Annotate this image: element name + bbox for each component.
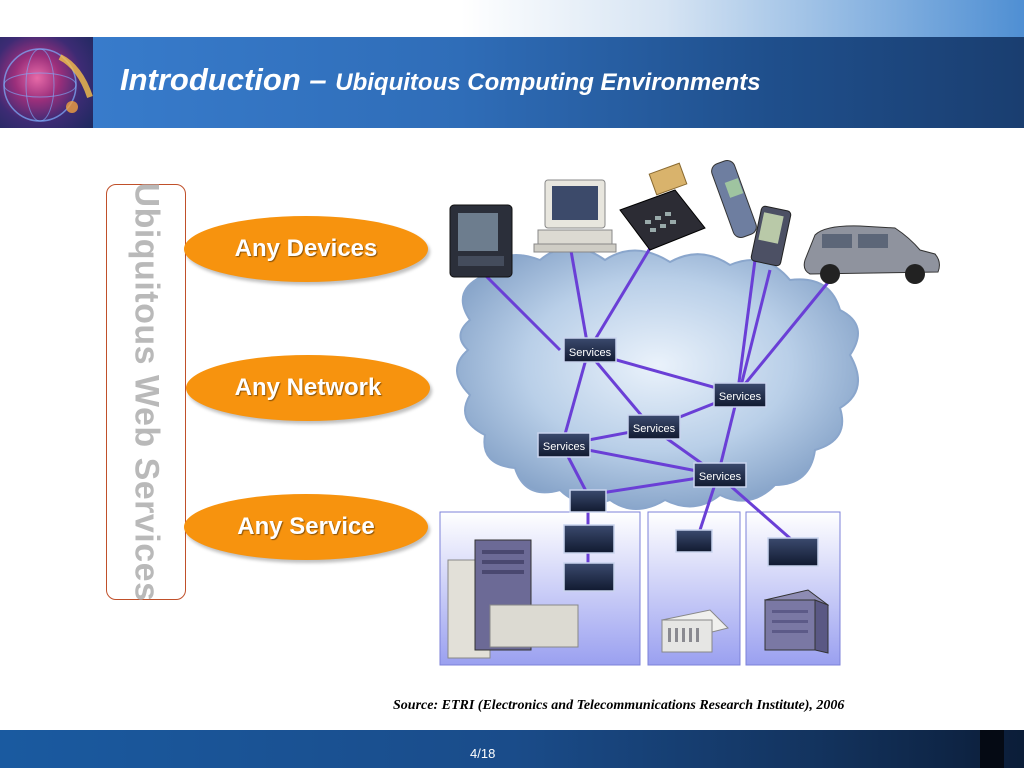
service-label: Services xyxy=(719,391,762,403)
pill-label: Any Network xyxy=(234,374,382,401)
network-node xyxy=(563,562,615,592)
page-number: 4/18 xyxy=(470,746,496,761)
side-label-box xyxy=(106,184,186,600)
title-sub: Ubiquitous Computing Environments xyxy=(335,69,761,96)
pill-any-devices: Any Devices xyxy=(184,216,428,282)
network-node xyxy=(767,537,819,567)
footer-bar xyxy=(0,730,1024,768)
footer-corner xyxy=(980,730,1004,768)
network-node xyxy=(675,529,713,553)
server-tower-icon xyxy=(447,539,579,659)
title-main: Introduction xyxy=(120,62,301,97)
service-label: Services xyxy=(543,441,586,453)
car-icon xyxy=(803,225,940,284)
side-label: Ubiquitous Web Services xyxy=(127,182,166,602)
pill-label: Any Service xyxy=(237,513,375,540)
network-diagram: Services Services Services Services Serv… xyxy=(439,160,940,666)
service-node: Services xyxy=(627,414,681,440)
source-citation: Source: ETRI (Electronics and Telecommun… xyxy=(393,698,845,713)
globe-icon xyxy=(3,48,93,122)
service-node: Services xyxy=(693,462,747,488)
pill-any-service: Any Service xyxy=(184,494,428,560)
mobile-phone-icon xyxy=(711,160,757,238)
service-label: Services xyxy=(633,423,676,435)
service-label: Services xyxy=(569,347,612,359)
header-logo-image xyxy=(0,37,93,128)
desktop-computer-icon xyxy=(533,179,617,253)
title-dash: – xyxy=(300,62,336,97)
network-node xyxy=(563,524,615,554)
server-rack-icon xyxy=(661,609,729,653)
top-strip xyxy=(0,0,1024,37)
pill-label: Any Devices xyxy=(234,235,378,262)
server-cube-icon xyxy=(763,589,830,654)
network-cloud xyxy=(456,246,859,510)
network-node xyxy=(569,489,607,513)
tv-icon xyxy=(449,204,513,278)
pda-icon xyxy=(750,205,792,267)
page-title: Introduction – Ubiquitous Computing Envi… xyxy=(120,62,761,98)
pill-any-network: Any Network xyxy=(186,355,430,421)
header-bar xyxy=(0,37,1024,128)
service-label: Services xyxy=(699,471,742,483)
service-node: Services xyxy=(537,432,591,458)
card-terminal-icon xyxy=(619,162,706,251)
service-node: Services xyxy=(563,337,617,363)
service-node: Services xyxy=(713,382,767,408)
